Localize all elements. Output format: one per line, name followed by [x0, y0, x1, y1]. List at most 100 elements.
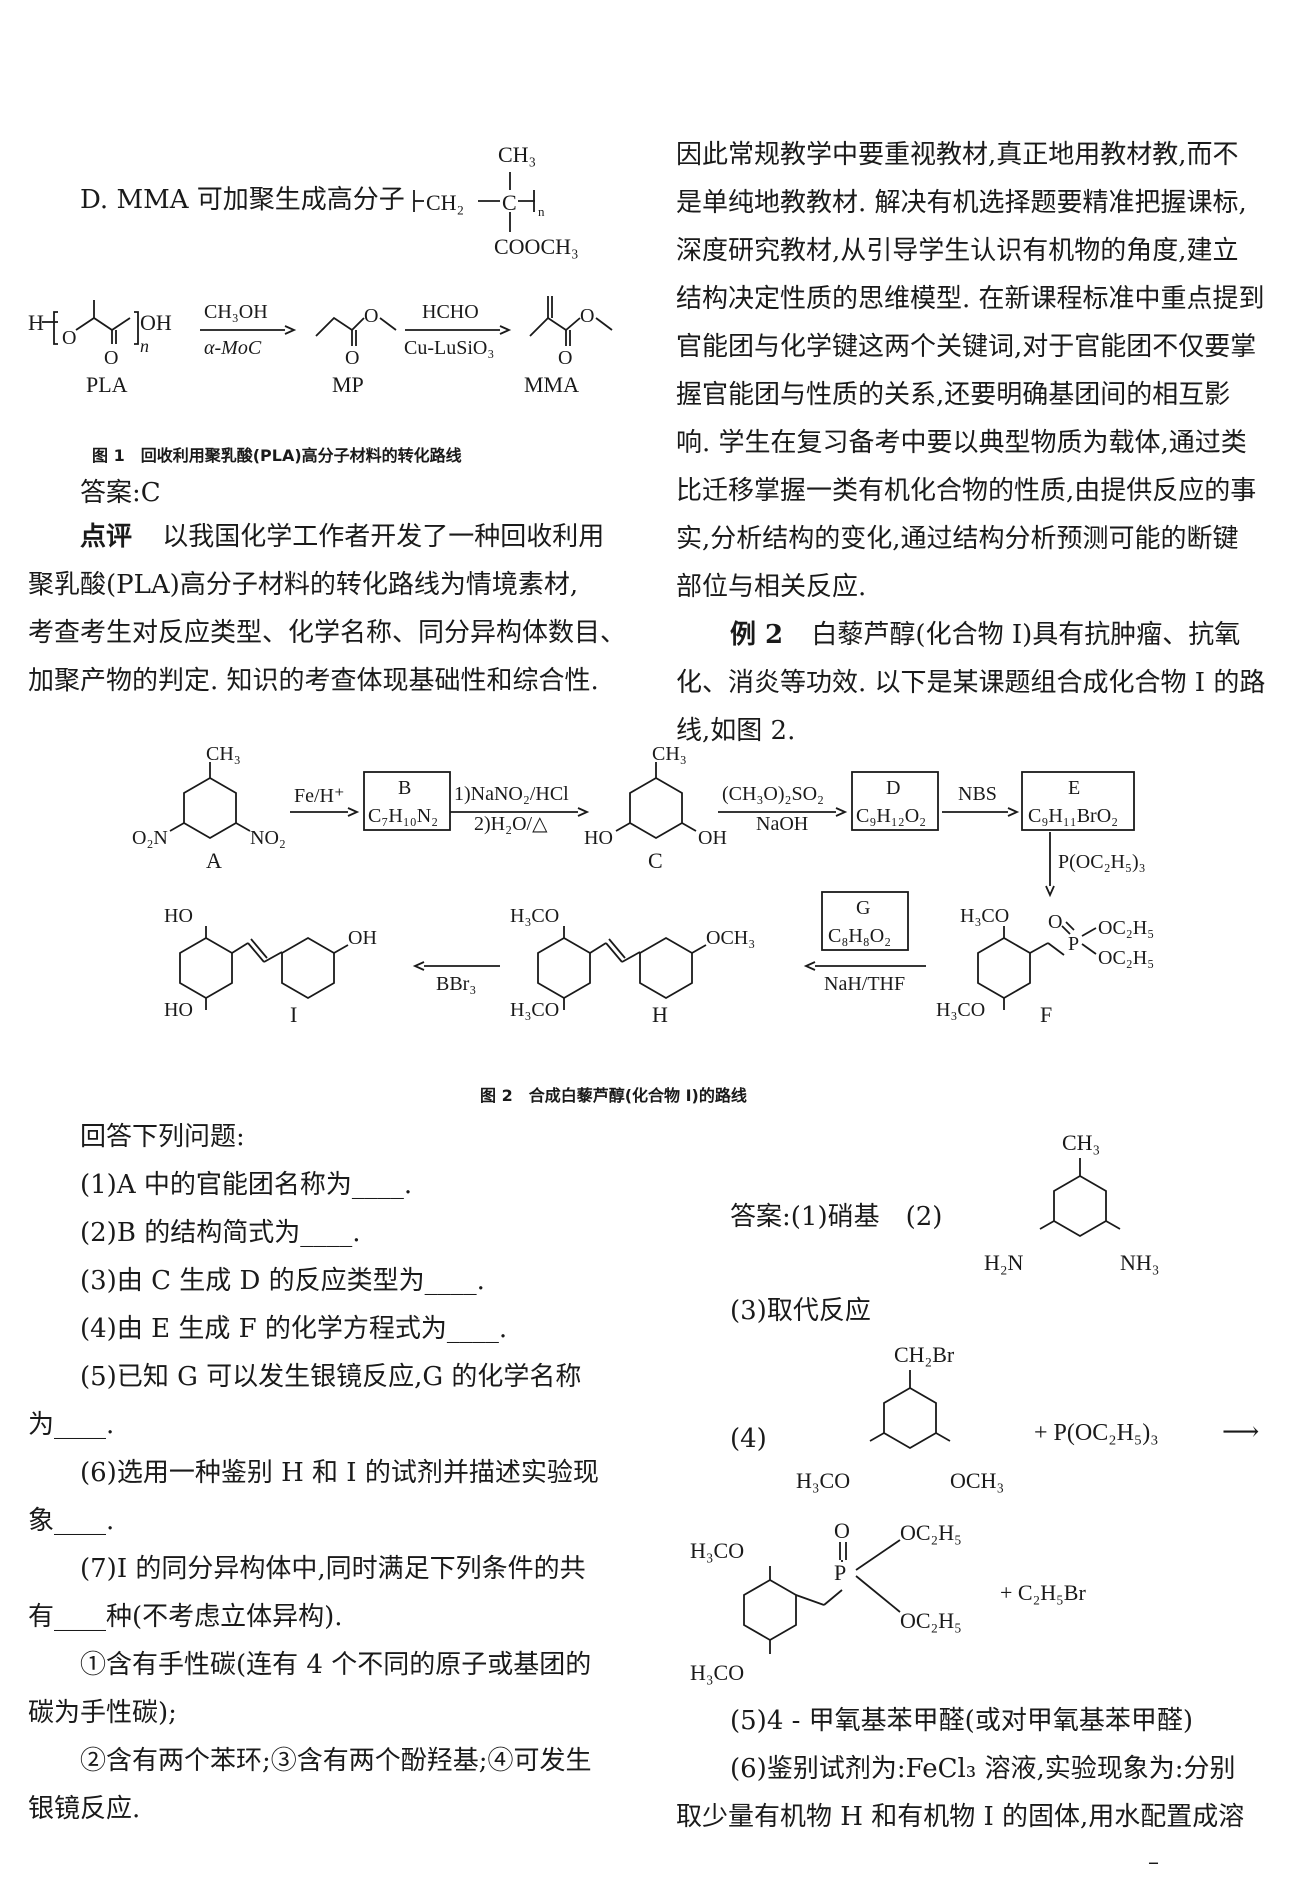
polymer-n: n: [538, 204, 545, 219]
label-c: C: [648, 848, 663, 873]
polymer-c: C: [502, 190, 517, 215]
g-formula: C₈H₈O₂: [828, 925, 891, 947]
i-ho-bottom: HO: [164, 999, 193, 1021]
figure-2-caption: 图 2 合成白藜芦醇(化合物 I)的路线: [480, 1086, 747, 1105]
pla-oh: OH: [140, 310, 172, 335]
right-line-8: 比迁移掌握一类有机化合物的性质,由提供反应的事: [676, 476, 1257, 506]
label-mp: MP: [332, 372, 364, 397]
example-2-line-3: 线,如图 2.: [676, 716, 796, 746]
answer-3: (3)取代反应: [730, 1296, 871, 1326]
condition-2-4: ②含有两个苯环;③含有两个酚羟基;④可发生: [80, 1746, 592, 1776]
prod-o: O: [834, 1518, 850, 1543]
mma-polymer-structure: CH₃ CH₂ C n COOCH₃: [413, 142, 579, 259]
ans2-nh3: NH₃: [1120, 1250, 1159, 1275]
answer-c: 答案:C: [80, 478, 161, 508]
c-oh: OH: [698, 827, 727, 849]
answer-1-2: 答案:(1)硝基 (2): [730, 1202, 943, 1232]
answer-4-label: (4): [730, 1424, 767, 1454]
right-line-6: 握官能团与性质的关系,还要明确基团间的相互影: [676, 380, 1231, 410]
ans4-plus-reagent: + P(OC₂H₅)₃: [1034, 1420, 1159, 1446]
prod-h3co-bottom: H₃CO: [690, 1660, 744, 1685]
e-name: E: [1068, 777, 1080, 799]
f-o: O: [1048, 911, 1062, 933]
step3-top: (CH₃O)₂SO₂: [722, 783, 824, 805]
answer-2-structure: CH₃ H₂N NH₃: [984, 1130, 1159, 1275]
f-oc2h5-1: OC₂H₅: [1098, 917, 1154, 939]
a-no2: NO₂: [250, 827, 286, 849]
reagent-culusio3: Cu-LuSiO₃: [404, 337, 494, 359]
prod-p: P: [834, 1560, 846, 1585]
answer-6-line-1: (6)鉴别试剂为:FeCl₃ 溶液,实验现象为:分别: [730, 1754, 1236, 1784]
g-name: G: [856, 897, 870, 919]
answer-4-reaction: CH₂Br H₃CO OCH₃ + P(OC₂H₅)₃ ⟶ H₃CO H₃CO …: [690, 1342, 1259, 1685]
h-h3co-bottom: H₃CO: [510, 999, 559, 1021]
f-p: P: [1068, 933, 1079, 955]
right-line-2: 是单纯地教教材. 解决有机选择题要精准把握课标,: [676, 188, 1247, 218]
question-7-cont: 有____种(不考虑立体异构).: [28, 1602, 343, 1632]
prod-h3co-top: H₃CO: [690, 1538, 744, 1563]
question-intro: 回答下列问题:: [80, 1122, 245, 1152]
b-name: B: [398, 777, 411, 799]
h-h3co-top: H₃CO: [510, 905, 559, 927]
i-ho-top: HO: [164, 905, 193, 927]
d-name: D: [886, 777, 900, 799]
example-2-text-1: 白藜芦醇(化合物 I)具有抗肿瘤、抗氧: [811, 620, 1241, 650]
right-line-9: 实,分析结构的变化,通过结构分析预测可能的断键: [676, 524, 1239, 554]
page-mark: –: [1148, 1850, 1159, 1875]
pla-h: H: [28, 310, 44, 335]
comment-line-3: 考查考生对反应类型、化学名称、同分异构体数目、: [28, 618, 627, 648]
condition-2-4-cont: 银镜反应.: [28, 1794, 141, 1824]
question-5-cont: 为____.: [28, 1410, 115, 1440]
comment-line-1: 以我国化学工作者开发了一种回收利用: [162, 522, 605, 552]
label-a: A: [206, 848, 222, 873]
pla-carbonyl-o: O: [104, 347, 118, 369]
mma-carbonyl-o: O: [558, 347, 572, 369]
answer-6-line-2: 取少量有机物 H 和有机物 I 的固体,用水配置成溶: [676, 1802, 1245, 1832]
prod-oc2h5-2: OC₂H₅: [900, 1608, 962, 1633]
comment-paragraph: 点评 以我国化学工作者开发了一种回收利用: [80, 522, 604, 552]
e-formula: C₉H₁₁BrO₂: [1028, 805, 1118, 827]
ans4-h3co: H₃CO: [796, 1468, 850, 1493]
label-mma: MMA: [524, 372, 579, 397]
step3-bottom: NaOH: [756, 813, 808, 835]
option-d: D. MMA 可加聚生成高分子: [80, 185, 405, 215]
i-oh: OH: [348, 927, 377, 949]
question-3: (3)由 C 生成 D 的反应类型为____.: [80, 1266, 485, 1296]
answer-5: (5)4 - 甲氧基苯甲醛(或对甲氧基苯甲醛): [730, 1706, 1193, 1736]
condition-1: ①含有手性碳(连有 4 个不同的原子或基团的: [80, 1650, 592, 1680]
mma-ester-o: O: [580, 305, 594, 327]
right-line-3: 深度研究教材,从引导学生认识有机物的角度,建立: [676, 236, 1239, 266]
question-7: (7)I 的同分异构体中,同时满足下列条件的共: [80, 1554, 586, 1584]
figure-2-synthesis-route: CH₃ O₂N NO₂ A Fe/H⁺ B C₇H₁₀N₂ 1)NaNO₂/HC…: [132, 743, 1154, 1027]
polymer-ch3: CH₃: [498, 142, 536, 167]
pla-o: O: [62, 327, 76, 349]
mp-carbonyl-o: O: [345, 347, 359, 369]
f-oc2h5-2: OC₂H₅: [1098, 947, 1154, 969]
ans4-arrow: ⟶: [1222, 1417, 1259, 1446]
label-pla: PLA: [86, 372, 128, 397]
step2-top: 1)NaNO₂/HCl: [454, 783, 569, 805]
question-5: (5)已知 G 可以发生银镜反应,G 的化学名称: [80, 1362, 582, 1392]
reagent-hcho: HCHO: [422, 301, 479, 323]
example-2-line-1: 例 2 白藜芦醇(化合物 I)具有抗肿瘤、抗氧: [730, 620, 1240, 650]
reagent-moc: α-MoC: [204, 337, 262, 359]
right-line-5: 官能团与化学键这两个关键词,对于官能团不仅要掌: [676, 332, 1257, 362]
prod-oc2h5-1: OC₂H₅: [900, 1520, 962, 1545]
c-ch3: CH₃: [652, 743, 687, 765]
label-f: F: [1040, 1002, 1052, 1027]
ans2-ch3: CH₃: [1062, 1130, 1100, 1155]
comment-line-4: 加聚产物的判定. 知识的考查体现基础性和综合性.: [28, 666, 599, 696]
h-och3: OCH₃: [706, 927, 755, 949]
mp-ester-o: O: [364, 305, 378, 327]
question-6: (6)选用一种鉴别 H 和 I 的试剂并描述实验现: [80, 1458, 599, 1488]
f-h3co-top: H₃CO: [960, 905, 1009, 927]
question-2: (2)B 的结构简式为____.: [80, 1218, 361, 1248]
f-h3co-bottom: H₃CO: [936, 999, 985, 1021]
b-formula: C₇H₁₀N₂: [368, 805, 438, 827]
question-1: (1)A 中的官能团名称为____.: [80, 1170, 413, 1200]
figure-1-caption: 图 1 回收利用聚乳酸(PLA)高分子材料的转化路线: [92, 446, 462, 465]
a-o2n: O₂N: [132, 827, 168, 849]
label-i: I: [290, 1002, 297, 1027]
prod-plus-c2h5br: + C₂H₅Br: [1000, 1580, 1086, 1605]
